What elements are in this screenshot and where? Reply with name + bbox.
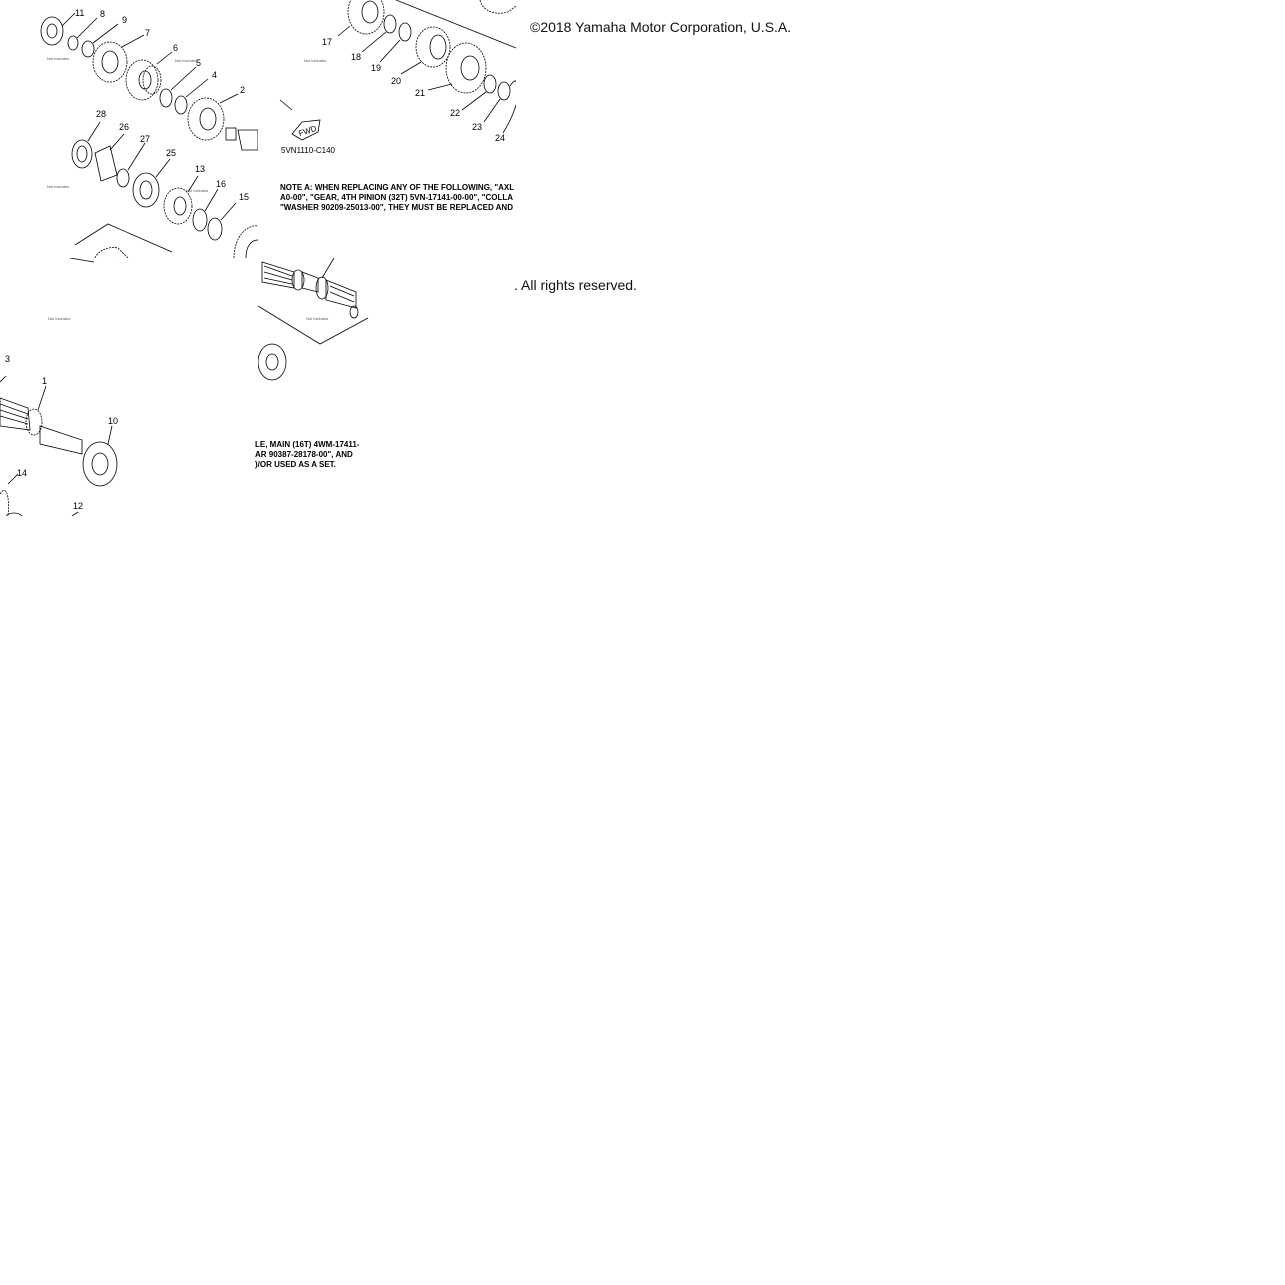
callout-25: 25: [166, 148, 176, 158]
part-washer-5: [159, 88, 173, 108]
part-bearing-11: [40, 16, 64, 46]
part-12: [5, 512, 23, 516]
part-gear-2: [187, 97, 225, 141]
note-a-right: NOTE A: WHEN REPLACING ANY OF THE FOLLOW…: [280, 183, 515, 212]
not-includes-label: Not Includes: [186, 188, 208, 193]
part-bearing-right: [258, 343, 287, 381]
callout-18: 18: [351, 52, 361, 62]
callout-6: 6: [173, 43, 178, 53]
rights-text: . All rights reserved.: [514, 277, 637, 293]
callout-23: 23: [472, 122, 482, 132]
callout-22: 22: [450, 108, 460, 118]
callout-26: 26: [119, 122, 129, 132]
part-washer-18: [383, 14, 397, 34]
callout-7: 7: [145, 28, 150, 38]
part-collar: [225, 127, 237, 141]
part-gear-17: [347, 0, 385, 35]
callout-1: 1: [42, 376, 47, 386]
part-gear-21: [445, 42, 487, 94]
part-bearing-10: [82, 441, 118, 487]
part-ring-19: [398, 22, 412, 42]
part-gear-13: [163, 187, 193, 225]
callout-13: 13: [195, 164, 205, 174]
not-includes-label: Not Includes: [304, 58, 326, 63]
part-main-axle-1: [0, 397, 31, 431]
callout-14: 14: [17, 468, 27, 478]
not-includes-label: Not Includes: [47, 56, 69, 61]
part-washer-8: [67, 35, 79, 51]
part-washer-22: [483, 74, 497, 94]
callout-27: 27: [140, 134, 150, 144]
diagram-tile-top-left: 11 8 9 7 6 5 4 2 28 26 27 25 13 16 15 No…: [0, 0, 258, 258]
part-bearing-28: [71, 139, 93, 169]
callout-16: 16: [216, 179, 226, 189]
part-gear-20: [415, 26, 451, 68]
part-washer-16: [192, 208, 208, 232]
part-ring-4: [174, 95, 188, 115]
parts-drawing-top-left: 11 8 9 7 6 5 4 2 28 26 27 25 13 16 15 No…: [40, 8, 258, 258]
diagram-tile-top-right: 17 18 19 20 21 22 23 24 FWD 5VN1110-C140…: [258, 0, 516, 258]
fwd-arrow-icon: [291, 119, 321, 141]
part-collar-26: [94, 145, 118, 182]
callout-2: 2: [240, 85, 245, 95]
part-circlip-9: [81, 40, 95, 58]
callout-9: 9: [122, 15, 127, 25]
callout-8: 8: [100, 9, 105, 19]
callout-24: 24: [495, 133, 505, 143]
callout-21: 21: [415, 88, 425, 98]
callout-12: 12: [73, 501, 83, 511]
not-includes-label: Not Includes: [175, 58, 197, 63]
copyright-text: ©2018 Yamaha Motor Corporation, U.S.A.: [530, 19, 792, 35]
parts-drawing-bottom-left: 3 1 10 14 12 Not Includes: [0, 258, 118, 516]
callout-11: 11: [75, 8, 84, 18]
note-a-left: LE, MAIN (16T) 4WM-17411- AR 90387-28178…: [255, 440, 360, 469]
not-includes-label: Not Includes: [306, 316, 328, 321]
callout-4: 4: [212, 70, 217, 80]
diagram-tile-bottom-left: 3 1 10 14 12 Not Includes: [0, 258, 258, 516]
callout-20: 20: [391, 76, 401, 86]
callout-15: 15: [239, 192, 249, 202]
part-oring-27: [116, 168, 130, 188]
ref-code: 5VN1110-C140: [281, 146, 336, 155]
callout-17: 17: [322, 37, 332, 47]
callout-5: 5: [196, 58, 201, 68]
part-bearing-25: [132, 172, 160, 208]
part-gear-14: [0, 490, 9, 516]
parts-drawing-top-right: 17 18 19 20 21 22 23 24 FWD 5VN1110-C140…: [279, 0, 516, 155]
part-ring-23: [497, 81, 511, 101]
diagram-tile-bottom-right: Not Includes: [258, 258, 516, 516]
callout-28: 28: [96, 109, 106, 119]
parts-drawing-bottom-right: Not Includes: [258, 258, 369, 381]
callout-10: 10: [108, 416, 118, 426]
part-gear-6: [125, 59, 159, 101]
part-gear-7: [92, 41, 128, 83]
callout-3: 3: [5, 354, 10, 364]
not-includes-label: Not Includes: [47, 184, 69, 189]
part-ring-15: [207, 217, 223, 241]
callout-19: 19: [371, 63, 381, 73]
not-includes-label: Not Includes: [48, 316, 70, 321]
